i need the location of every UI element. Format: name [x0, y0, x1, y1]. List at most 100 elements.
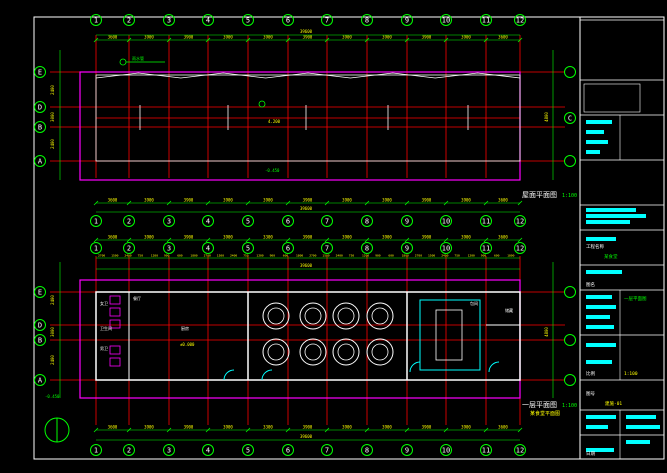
axis-bubble-side	[34, 334, 46, 346]
dimension-tick	[364, 37, 370, 43]
axis-bubble-side-right	[564, 155, 576, 167]
axis-bubble	[163, 215, 175, 227]
roof-note-symbol-icon	[258, 100, 266, 108]
axis-label: 8	[365, 17, 369, 25]
dimension-tick	[93, 200, 99, 206]
roof-level-outdoor: -0.450	[265, 168, 280, 173]
dimension-text: 3300	[263, 425, 273, 430]
axis-bubble	[242, 215, 254, 227]
axis-label: 6	[286, 245, 290, 253]
titleblock-text: 1:100	[624, 371, 638, 377]
side-dimension: 4800	[544, 112, 549, 122]
axis-label: 3	[167, 245, 171, 253]
dimension-text: 3900	[223, 235, 233, 240]
dimension-tick	[205, 200, 211, 206]
axis-label: 7	[325, 245, 329, 253]
titleblock-text-bar	[586, 220, 630, 224]
axis-bubble	[440, 444, 452, 456]
axis-label: 6	[286, 447, 290, 455]
dimension-tick	[285, 427, 291, 433]
titleblock-text-bar	[626, 415, 656, 419]
dimension-text: 3900	[184, 235, 194, 240]
round-table-top	[337, 343, 355, 361]
axis-bubble	[401, 242, 413, 254]
toilet-fixture-icon	[109, 345, 121, 355]
axis-label: 7	[325, 17, 329, 25]
axis-bubble	[480, 242, 492, 254]
titleblock-text: 图号	[586, 391, 595, 397]
axis-label: 4	[206, 218, 210, 226]
axis-label: 5	[246, 218, 250, 226]
dimension-tick	[404, 237, 410, 243]
axis-bubble-side	[34, 374, 46, 386]
dimension-text-fine: 600	[388, 254, 394, 258]
dimension-tick	[126, 237, 132, 243]
drain-note: 雨水管	[132, 55, 144, 61]
dimension-tick	[126, 427, 132, 433]
axis-label-side: E	[38, 69, 42, 77]
titleblock-cell	[583, 83, 641, 113]
round-table-top	[337, 307, 355, 325]
dimension-text-fine: 1200	[151, 254, 158, 258]
axis-label: 3	[167, 218, 171, 226]
dimension-tick	[285, 37, 291, 43]
round-table-icon	[366, 338, 394, 366]
axis-label-side: B	[38, 337, 42, 345]
titleblock-text: 工程名称	[586, 243, 604, 250]
axis-bubble	[440, 14, 452, 26]
titleblock-text-bar	[626, 425, 660, 429]
dimension-text: 3600	[108, 235, 118, 240]
dimension-tick	[324, 237, 330, 243]
dimension-text: 3900	[461, 425, 471, 430]
axis-label: 4	[206, 245, 210, 253]
dimension-tick	[324, 37, 330, 43]
titleblock-text-bar	[626, 440, 650, 444]
axis-label: 11	[482, 17, 490, 25]
axis-label-side: D	[38, 322, 42, 330]
door-swing-icon	[261, 369, 273, 381]
round-table-icon	[262, 338, 290, 366]
axis-bubble	[163, 444, 175, 456]
dimension-tick	[483, 237, 489, 243]
dimension-text: 3600	[498, 198, 508, 203]
axis-bubble	[163, 242, 175, 254]
titleblock-text: 图名	[586, 281, 595, 288]
roof-outline	[79, 71, 521, 181]
axis-label: 3	[167, 447, 171, 455]
axis-bubble	[242, 444, 254, 456]
axis-label: 9	[405, 218, 409, 226]
axis-bubble	[242, 242, 254, 254]
axis-bubble	[282, 444, 294, 456]
axis-label: 7	[325, 218, 329, 226]
axis-bubble	[321, 444, 333, 456]
axis-label: 8	[365, 447, 369, 455]
room-label: 女卫	[100, 300, 108, 306]
dimension-text-fine: 1200	[362, 254, 369, 258]
round-table-icon	[332, 302, 360, 330]
axis-bubble	[202, 242, 214, 254]
dimension-text: 3900	[422, 35, 432, 40]
door-swing-icon	[488, 361, 500, 373]
titleblock-text-bar	[586, 140, 608, 144]
axis-label: 4	[206, 447, 210, 455]
dimension-text: 3900	[223, 35, 233, 40]
exterior-wall	[95, 291, 521, 381]
axis-label: 10	[442, 447, 450, 455]
dimension-tick	[483, 37, 489, 43]
round-table-top	[304, 343, 322, 361]
titleblock-text-bar	[586, 448, 614, 452]
axis-bubble	[480, 14, 492, 26]
dimension-text-fine: 600	[494, 254, 500, 258]
dimension-text: 3900	[382, 235, 392, 240]
dimension-text-fine: 1800	[190, 254, 197, 258]
dimension-text-fine: 600	[283, 254, 289, 258]
dimension-text: 3600	[108, 35, 118, 40]
titleblock-text: 某食堂	[604, 253, 618, 260]
axis-label: 8	[365, 245, 369, 253]
dimension-text: 3600	[108, 198, 118, 203]
axis-label-c: C	[568, 115, 572, 123]
dimension-text: 3900	[184, 198, 194, 203]
axis-label: 1	[94, 17, 98, 25]
